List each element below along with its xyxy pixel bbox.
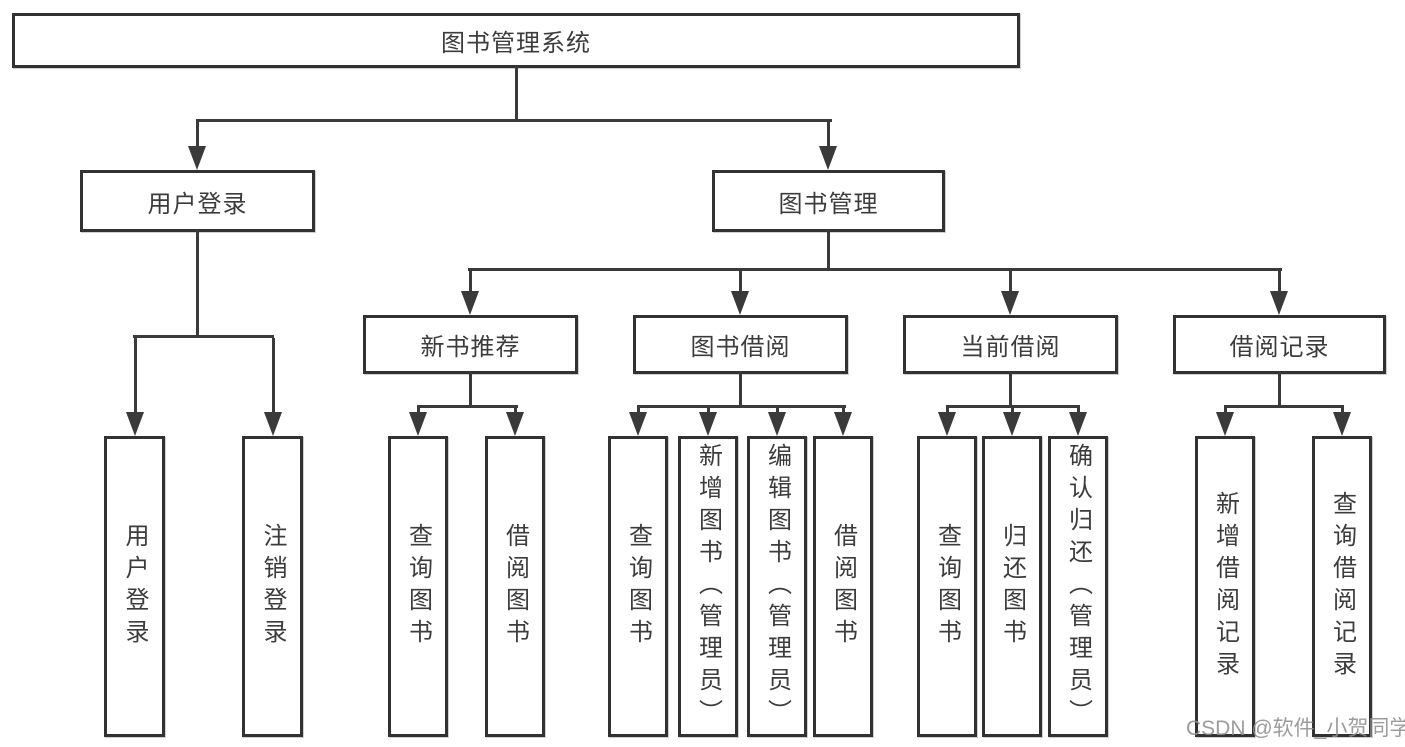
arrow-current-leaf-2	[1003, 408, 1021, 436]
leaf-borrow-add-books-admin: 新增图书（管理员）	[678, 436, 738, 737]
leaf-current-confirm-return-admin-label: 确认归还（管理员）	[1064, 442, 1092, 731]
node-user-login: 用户登录	[80, 170, 315, 232]
leaf-current-return-books-label: 归还图书	[998, 522, 1026, 651]
leaf-borrow-edit-books-admin-label: 编辑图书（管理员）	[763, 442, 791, 731]
connector-borrow-bar	[637, 405, 846, 408]
connector-records-stem	[1278, 372, 1281, 408]
node-book-borrow-label: 图书借阅	[690, 334, 791, 361]
leaf-records-add-record: 新增借阅记录	[1195, 436, 1255, 737]
leaf-borrow-borrow-books: 借阅图书	[813, 436, 873, 737]
connector-recommend-bar	[417, 405, 518, 408]
node-current-borrow-label: 当前借阅	[960, 334, 1061, 361]
connector-mgmt-stem	[827, 230, 830, 271]
leaf-current-confirm-return-admin: 确认归还（管理员）	[1048, 436, 1108, 737]
leaf-current-query-books-label: 查询图书	[933, 522, 961, 651]
node-book-management: 图书管理	[712, 170, 945, 232]
connector-current-stem	[1009, 372, 1012, 408]
node-root-label: 图书管理系统	[441, 30, 591, 57]
arrow-records-leaf-1	[1216, 408, 1234, 436]
node-user-login-label: 用户登录	[147, 190, 248, 218]
connector-level2-bar	[196, 119, 832, 122]
connector-recommend-stem	[469, 372, 472, 408]
arrow-recommend-leaf-2	[506, 408, 524, 436]
arrow-to-recommend	[461, 271, 479, 315]
node-current-borrow: 当前借阅	[903, 315, 1118, 374]
node-new-book-recommend: 新书推荐	[363, 315, 578, 374]
arrow-borrow-leaf-4	[834, 408, 852, 436]
leaf-records-query-record: 查询借阅记录	[1312, 436, 1372, 737]
leaf-logout-label: 注销登录	[259, 522, 286, 651]
arrow-to-borrow	[731, 271, 749, 315]
node-borrow-records-label: 借阅记录	[1229, 334, 1330, 361]
leaf-recommend-borrow-books: 借阅图书	[485, 436, 545, 737]
leaf-borrow-add-books-admin-label: 新增图书（管理员）	[694, 442, 722, 731]
node-book-borrow: 图书借阅	[633, 315, 848, 374]
arrow-to-records	[1270, 271, 1288, 315]
leaf-borrow-query-books: 查询图书	[608, 436, 668, 737]
leaf-borrow-edit-books-admin: 编辑图书（管理员）	[747, 436, 807, 737]
csdn-watermark: CSDN @软件_小贺同学	[1186, 717, 1405, 740]
connector-login-stem	[196, 230, 199, 338]
connector-current-bar	[946, 405, 1080, 408]
node-root: 图书管理系统	[12, 13, 1020, 68]
arrow-records-leaf-2	[1333, 408, 1351, 436]
leaf-user-login: 用户登录	[104, 436, 165, 737]
node-new-book-recommend-label: 新书推荐	[420, 334, 521, 361]
leaf-logout: 注销登录	[242, 436, 303, 737]
leaf-current-query-books: 查询图书	[917, 436, 977, 737]
leaf-borrow-borrow-books-label: 借阅图书	[829, 522, 857, 651]
node-borrow-records: 借阅记录	[1173, 315, 1386, 374]
connector-root-stem	[515, 66, 518, 122]
leaf-current-return-books: 归还图书	[982, 436, 1042, 737]
arrow-borrow-leaf-2	[699, 408, 717, 436]
arrow-to-book-management	[819, 122, 837, 170]
leaf-recommend-borrow-books-label: 借阅图书	[501, 522, 529, 651]
arrow-recommend-leaf-1	[409, 408, 427, 436]
connector-records-bar	[1224, 405, 1344, 408]
leaf-records-query-record-label: 查询借阅记录	[1328, 490, 1356, 683]
leaf-recommend-query-books-label: 查询图书	[404, 522, 432, 651]
arrow-borrow-leaf-1	[629, 408, 647, 436]
leaf-borrow-query-books-label: 查询图书	[624, 522, 652, 651]
connector-level3-bar	[468, 268, 1282, 271]
arrow-to-current	[1001, 271, 1019, 315]
arrow-current-leaf-3	[1069, 408, 1087, 436]
arrow-borrow-leaf-3	[768, 408, 786, 436]
connector-borrow-stem	[739, 372, 742, 408]
leaf-records-add-record-label: 新增借阅记录	[1211, 490, 1239, 683]
arrow-to-login-leaf-2	[264, 338, 282, 436]
arrow-current-leaf-1	[938, 408, 956, 436]
leaf-user-login-label: 用户登录	[121, 522, 148, 651]
connector-login-bar	[133, 335, 274, 338]
arrow-to-user-login	[188, 122, 206, 170]
node-book-management-label: 图书管理	[778, 190, 879, 218]
arrow-to-login-leaf-1	[126, 338, 144, 436]
leaf-recommend-query-books: 查询图书	[388, 436, 448, 737]
